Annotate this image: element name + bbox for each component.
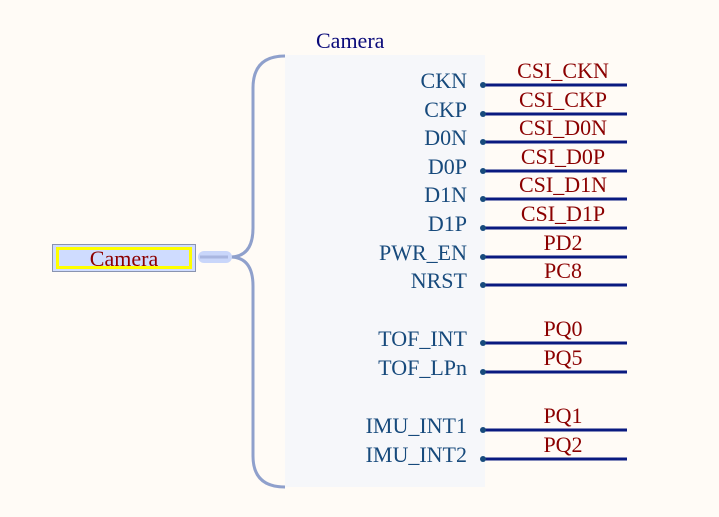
sheet-pin-label: CKP [424, 97, 467, 122]
pin-dot[interactable] [480, 168, 486, 174]
pin-dot[interactable] [480, 111, 486, 117]
net-label[interactable]: CSI_CKN [517, 58, 609, 83]
pin-dot[interactable] [480, 340, 486, 346]
net-label[interactable]: CSI_D0N [518, 115, 607, 140]
sheet-pin-label: D1P [427, 211, 467, 236]
sheet-pin-label: CKN [420, 68, 467, 93]
sheet-pin-label: TOF_LPn [378, 355, 467, 380]
pin-dot[interactable] [480, 139, 486, 145]
sheet-pin-label: IMU_INT2 [365, 442, 467, 467]
net-label[interactable]: CSI_D1P [520, 201, 606, 226]
net-label[interactable]: PQ2 [543, 432, 583, 457]
pin-dot[interactable] [480, 82, 486, 88]
hierarchical-port-camera[interactable]: Camera [52, 244, 196, 272]
net-label[interactable]: PD2 [543, 230, 583, 255]
sheet-pin-label: NRST [410, 268, 467, 293]
net-label[interactable]: PQ0 [543, 316, 583, 341]
sheet-pin-label: D0N [424, 125, 467, 150]
sheet-pin-label: IMU_INT1 [365, 413, 467, 438]
port-label: Camera [56, 247, 192, 270]
pin-dot[interactable] [480, 196, 486, 202]
pin-dot[interactable] [480, 369, 486, 375]
sheet-pin-label: PWR_EN [379, 240, 467, 265]
pin-dot[interactable] [480, 225, 486, 231]
pin-dot[interactable] [480, 282, 486, 288]
net-label[interactable]: CSI_CKP [518, 87, 608, 112]
net-label[interactable]: CSI_D1N [518, 172, 607, 197]
net-label[interactable]: CSI_D0P [520, 144, 606, 169]
sheet-pin-label: D0P [427, 154, 467, 179]
net-label[interactable]: PQ5 [543, 345, 583, 370]
sheet-title: Camera [316, 28, 385, 53]
pin-dot[interactable] [480, 427, 486, 433]
sheet-pin-label: D1N [424, 182, 467, 207]
sheet-pin-label: TOF_INT [378, 326, 467, 351]
pin-dot[interactable] [480, 456, 486, 462]
sheet-body[interactable] [285, 55, 485, 487]
pin-dot[interactable] [480, 254, 486, 260]
net-label[interactable]: PC8 [544, 258, 582, 283]
net-label[interactable]: PQ1 [543, 403, 583, 428]
